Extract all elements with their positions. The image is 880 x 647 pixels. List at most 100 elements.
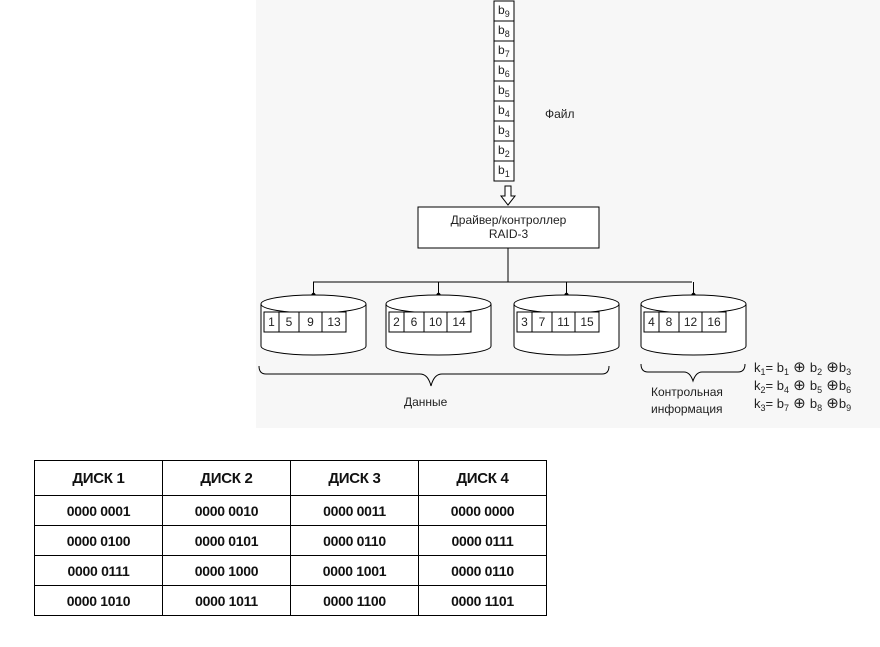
file-block-stack xyxy=(493,0,515,182)
text-run: b xyxy=(809,360,818,375)
disk-block xyxy=(321,311,347,333)
file-block-label: b6 xyxy=(498,64,510,81)
text-run: b xyxy=(838,360,847,375)
disk-block-label: 13 xyxy=(322,316,346,329)
disk-block-label: 15 xyxy=(575,316,599,329)
xor-icon: ⊕ xyxy=(822,377,839,394)
subscript: 5 xyxy=(504,89,510,99)
control-label-line1: Контрольная xyxy=(651,385,723,399)
disk-top xyxy=(260,294,367,314)
table-cell: 0000 0010 xyxy=(162,495,291,526)
subscript: 9 xyxy=(504,9,510,19)
subscript: 2 xyxy=(817,367,823,377)
table-row: 0000 1010 0000 1011 0000 1100 0000 1101 xyxy=(34,585,547,616)
subscript: 7 xyxy=(504,49,510,59)
text-run: 8 xyxy=(665,315,673,329)
table-cell: 0000 1001 xyxy=(290,555,419,586)
parity-formula: k2= b4 ⊕ b5 ⊕b6 xyxy=(754,376,851,395)
column-header: ДИСК 1 xyxy=(34,460,163,496)
disk-block-label: 12 xyxy=(679,316,702,329)
text-run: k xyxy=(754,360,761,375)
table-cell: 0000 0011 xyxy=(290,495,419,526)
disk-block-label: 3 xyxy=(517,316,532,329)
subscript: 7 xyxy=(783,403,789,413)
file-block-label: b9 xyxy=(498,4,510,21)
disk-block-label: 16 xyxy=(702,316,726,329)
table-cell: 0000 1100 xyxy=(290,585,419,616)
text-run: 4 xyxy=(648,315,655,329)
table-row: 0000 0100 0000 0101 0000 0110 0000 0111 xyxy=(34,525,547,556)
text-run: 14 xyxy=(452,315,466,329)
xor-icon: ⊕ xyxy=(788,377,810,394)
table-row: 0000 0111 0000 1000 0000 1001 0000 0110 xyxy=(34,555,547,586)
controller-box xyxy=(417,206,600,249)
subscript: 8 xyxy=(504,29,510,39)
text-run: b xyxy=(809,396,818,411)
table-cell: 0000 1011 xyxy=(162,585,291,616)
text-run: b xyxy=(498,143,505,157)
disk-block-label: 4 xyxy=(644,316,659,329)
subscript: 1 xyxy=(783,367,789,377)
table-row: 0000 0001 0000 0010 0000 0011 0000 0000 xyxy=(34,495,547,526)
column-header: ДИСК 3 xyxy=(290,460,419,496)
table-cell: 0000 0001 xyxy=(34,495,163,526)
disk-block-label: 10 xyxy=(424,316,447,329)
column-header: ДИСК 4 xyxy=(418,460,547,496)
parity-formula: k3= b7 ⊕ b8 ⊕b9 xyxy=(754,394,851,413)
disk-block-label: 14 xyxy=(447,316,471,329)
text-run: 11 xyxy=(557,315,570,329)
parity-formula: k1= b1 ⊕ b2 ⊕b3 xyxy=(754,358,851,377)
text-run: b xyxy=(498,123,505,137)
subscript: 4 xyxy=(504,109,510,119)
control-label-line2: информация xyxy=(651,402,723,416)
xor-icon: ⊕ xyxy=(788,395,810,412)
text-run: b xyxy=(498,63,505,77)
file-block xyxy=(493,160,515,182)
text-run: b xyxy=(498,3,505,17)
table-header-row: ДИСК 1 ДИСК 2 ДИСК 3 ДИСК 4 xyxy=(34,460,547,496)
text-run: 6 xyxy=(410,315,418,329)
text-run: b xyxy=(809,378,818,393)
disk-group xyxy=(260,282,747,356)
disk-block-label: 1 xyxy=(264,316,279,329)
text-run: b xyxy=(498,43,505,57)
text-run: 7 xyxy=(538,315,546,329)
table-cell: 0000 0101 xyxy=(162,525,291,556)
text-run: k xyxy=(754,396,761,411)
xor-icon: ⊕ xyxy=(822,395,839,412)
control-brace xyxy=(640,363,746,383)
disk-block-label: 11 xyxy=(552,316,575,329)
disk-block-label: 7 xyxy=(532,316,552,329)
text-run: k xyxy=(754,378,761,393)
disk-table: ДИСК 1 ДИСК 2 ДИСК 3 ДИСК 4 0000 0001 00… xyxy=(34,460,547,616)
data-label: Данные xyxy=(404,395,448,409)
file-block-label: b8 xyxy=(498,24,510,41)
subscript: 8 xyxy=(817,403,823,413)
text-run: = b xyxy=(765,396,784,411)
table-cell: 0000 0000 xyxy=(418,495,547,526)
file-block-label: b1 xyxy=(498,164,510,181)
disk-top xyxy=(385,294,492,314)
subscript: 3 xyxy=(846,367,852,377)
subscript: 1 xyxy=(504,169,510,179)
text-run: 12 xyxy=(683,315,698,329)
disk-block-label: 8 xyxy=(659,316,679,329)
subscript: 2 xyxy=(760,385,766,395)
text-run: = b xyxy=(765,378,784,393)
xor-icon: ⊕ xyxy=(822,359,839,376)
disk-block xyxy=(701,311,727,333)
controller-label-line2: RAID-3 xyxy=(488,227,529,241)
file-block-label: b3 xyxy=(498,124,510,141)
text-run: 15 xyxy=(580,315,594,329)
file-block-label: b2 xyxy=(498,144,510,161)
subscript: 4 xyxy=(783,385,789,395)
text-run: 13 xyxy=(327,315,341,329)
disk-block xyxy=(574,311,600,333)
text-run: 10 xyxy=(428,315,443,329)
subscript: 3 xyxy=(760,403,766,413)
table-cell: 0000 1010 xyxy=(34,585,163,616)
text-run: b xyxy=(498,103,505,117)
table-cell: 0000 0110 xyxy=(290,525,419,556)
file-block-label: b5 xyxy=(498,84,510,101)
disk-top xyxy=(513,294,620,314)
